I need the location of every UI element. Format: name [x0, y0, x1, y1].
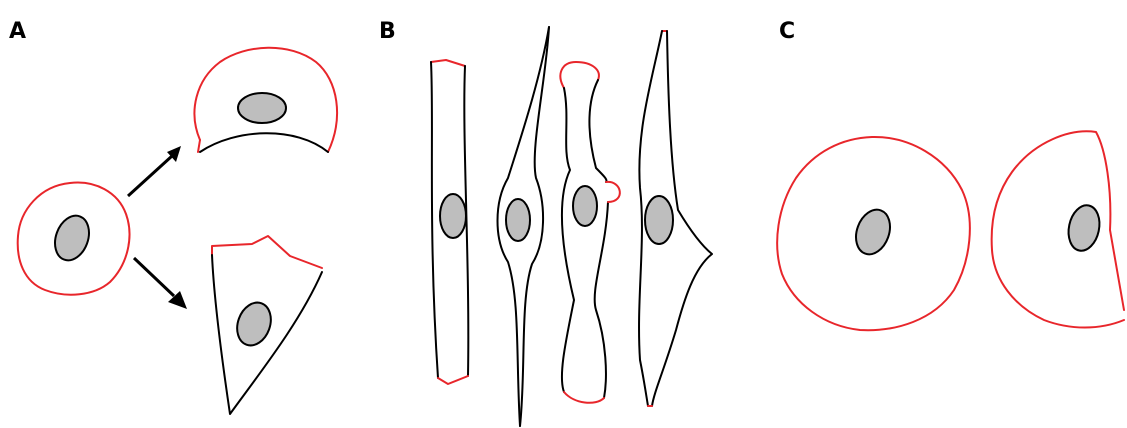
cell-edge-active [564, 392, 604, 403]
polygonal-cell-b4 [639, 31, 712, 406]
cell-edge-passive [589, 80, 608, 398]
nucleus [573, 186, 597, 226]
arrow-down-right-icon [134, 258, 187, 309]
triangular-cell-a [212, 236, 322, 414]
cell-edge-active [198, 140, 200, 152]
spindle-cell-b2 [498, 27, 550, 426]
cell-edge-passive [562, 88, 574, 392]
cell-edge-active [212, 236, 322, 268]
cell-edge-passive [200, 133, 328, 152]
cell-edge-active [438, 376, 468, 384]
nucleus [49, 211, 95, 265]
round-cell-a [18, 183, 130, 295]
nucleus [850, 205, 896, 259]
nucleus [645, 196, 673, 244]
cell-edge-active [560, 62, 598, 88]
nucleus [440, 194, 466, 238]
cut-round-cell-c [992, 131, 1124, 327]
panel-b [431, 27, 712, 426]
nucleus [231, 298, 276, 350]
nucleus [238, 93, 286, 123]
arrow-up-right-icon [128, 146, 181, 196]
panel-a [18, 48, 337, 414]
dumbbell-cell-b3 [560, 62, 619, 403]
cell-edge-active [431, 60, 465, 66]
rod-cell-b1 [431, 60, 468, 384]
panel-c [777, 131, 1124, 330]
cell-edge-active [606, 182, 620, 202]
nucleus [1065, 202, 1104, 253]
cell-edge-active [992, 131, 1124, 327]
round-cell-c [777, 137, 970, 330]
crescent-cell-a [194, 48, 337, 152]
nucleus [506, 199, 530, 241]
